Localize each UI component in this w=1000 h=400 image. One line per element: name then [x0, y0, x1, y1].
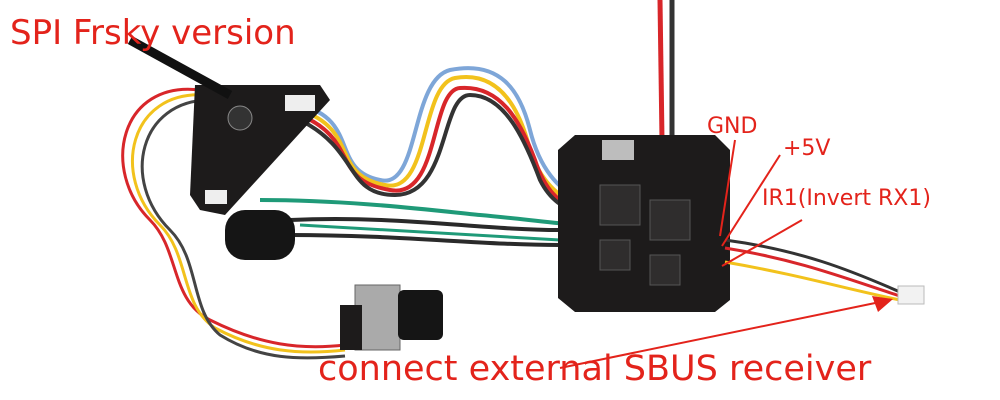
rx-connector — [205, 190, 227, 204]
sbus-connector — [897, 285, 925, 305]
label-5v: +5V — [783, 136, 831, 161]
camera-board — [340, 305, 362, 350]
page-title: SPI Frsky version — [10, 13, 296, 53]
usb-port — [602, 140, 634, 160]
camera-body — [354, 284, 401, 351]
sbus-wires — [724, 238, 901, 302]
rx-antenna — [127, 36, 233, 99]
fc-chips — [599, 184, 691, 286]
rx-board — [190, 85, 330, 215]
buzzer-cable — [289, 217, 561, 247]
label-gnd: GND — [707, 114, 758, 139]
annotation-lines — [559, 139, 881, 369]
camera-wires — [121, 87, 346, 360]
rx-wires — [259, 66, 721, 250]
rx-connector — [285, 95, 315, 111]
label-connect-sbus: connect external SBUS receiver — [318, 349, 872, 389]
power-leads — [657, 0, 675, 141]
arrow-head-icon — [872, 296, 893, 312]
label-ir1: IR1(Invert RX1) — [762, 186, 931, 211]
camera-lens — [398, 290, 443, 340]
flight-controller-board — [558, 135, 730, 312]
buzzer — [225, 210, 295, 260]
rx-component — [227, 105, 253, 131]
